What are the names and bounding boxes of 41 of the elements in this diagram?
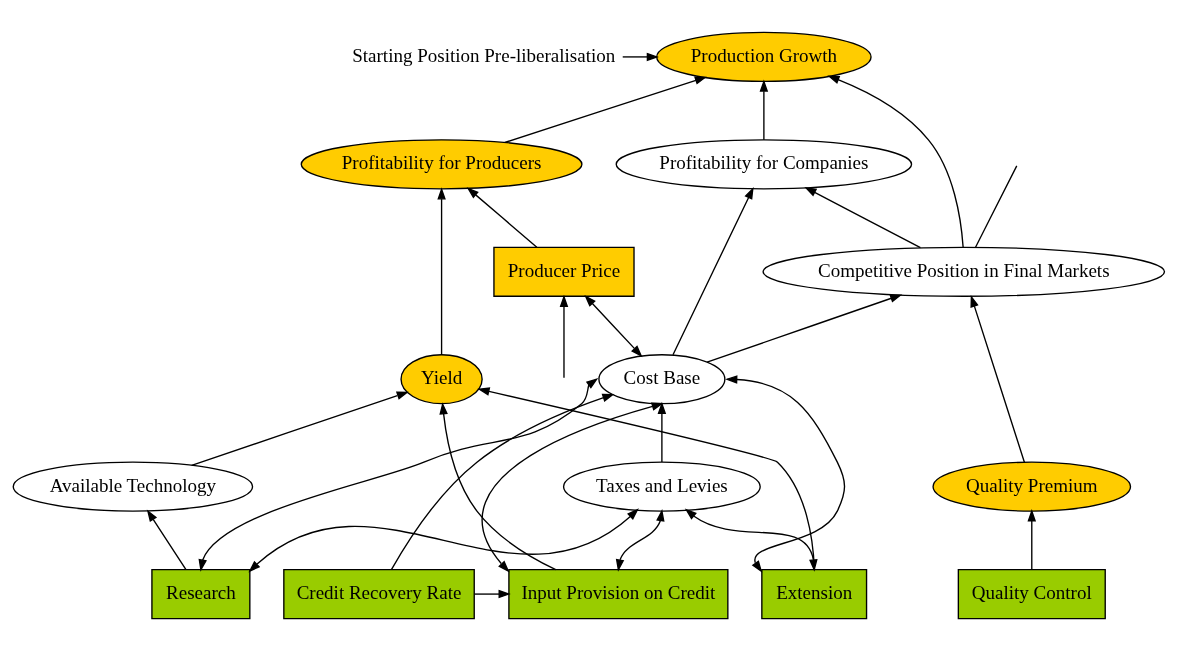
arrow: [559, 294, 569, 378]
arrow: [684, 507, 818, 572]
arrow: [439, 401, 557, 570]
node-box: Extension: [761, 568, 868, 619]
arrow: [198, 377, 599, 572]
node-ellipse: Available Technology: [12, 461, 254, 512]
arrow: [804, 186, 922, 248]
arrow: [1027, 508, 1037, 570]
arrow: [248, 507, 639, 572]
node-ellipse: Competitive Position in Final Markets: [762, 246, 1166, 297]
node-text: Starting Position Pre-liberalisation: [352, 44, 616, 66]
node-ellipse: Taxes and Levies: [562, 461, 761, 512]
arrow: [466, 186, 538, 248]
arrow: [390, 393, 615, 570]
node-ellipse: Quality Premium: [932, 461, 1132, 512]
arrow: [672, 186, 754, 355]
node-box: Research: [151, 568, 251, 619]
node-box: Quality Control: [957, 568, 1106, 619]
arrow: [584, 294, 643, 357]
arrow: [146, 508, 187, 570]
arrow: [759, 78, 769, 140]
node-box: Credit Recovery Rate: [283, 568, 475, 619]
arrow: [970, 294, 1026, 463]
arrow: [657, 401, 667, 463]
arrow: [622, 52, 659, 61]
arrow: [437, 186, 446, 355]
arrow: [827, 75, 964, 248]
connector: [974, 164, 1018, 248]
node-ellipse: Yield: [400, 353, 483, 404]
arrow: [706, 293, 903, 363]
arrow: [473, 589, 511, 598]
arrow: [504, 75, 708, 143]
arrow: [481, 401, 664, 572]
node-box: Input Provision on Credit: [508, 568, 729, 619]
arrow: [477, 386, 816, 570]
arrow: [191, 391, 409, 466]
node-ellipse: Profitability for Companies: [615, 138, 913, 189]
node-ellipse: Profitability for Producers: [300, 138, 583, 189]
arrow: [615, 508, 665, 572]
node-box: Producer Price: [493, 246, 635, 297]
arrow: [725, 374, 846, 573]
